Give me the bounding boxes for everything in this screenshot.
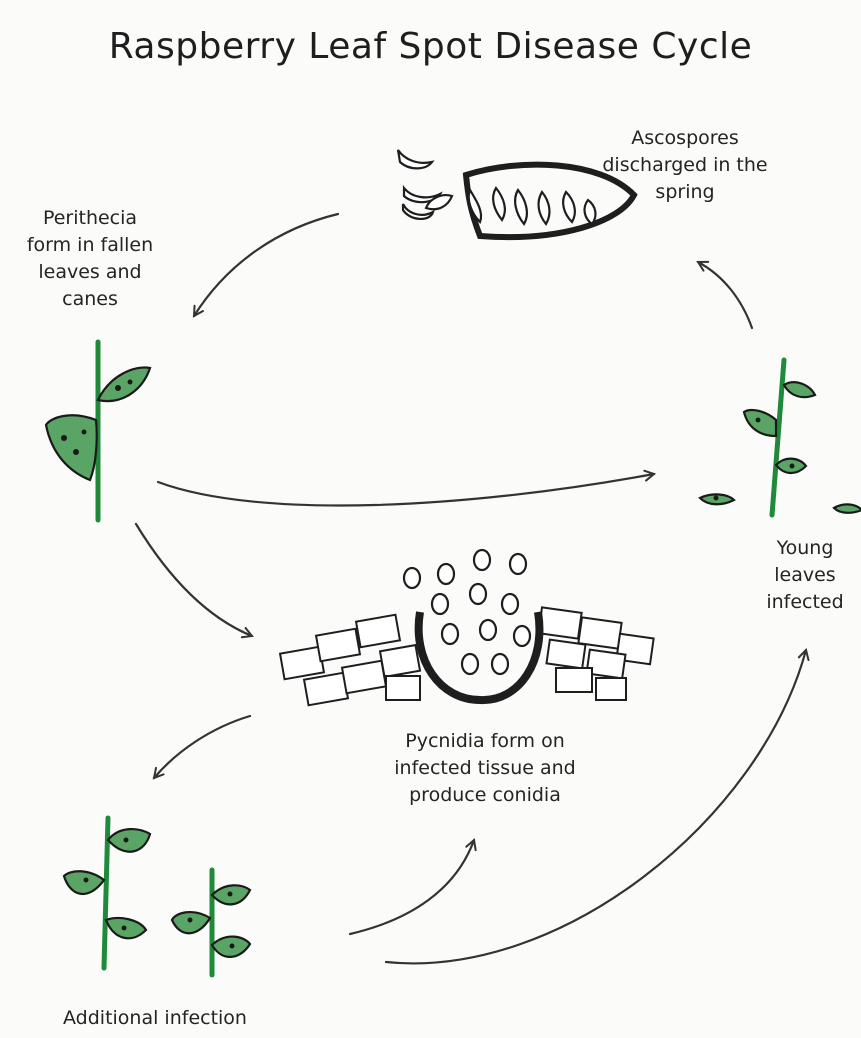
arrow-additional-to-pycnidia — [350, 840, 474, 934]
arrow-ascospores-to-perithecia — [194, 214, 338, 316]
additional-infection-plants — [64, 818, 250, 975]
arrow-pycnidia-to-additional — [154, 716, 250, 778]
additional-infection-label: Additional infection — [20, 1005, 290, 1032]
pycnidium-illustration — [280, 550, 654, 705]
arrow-perithecia-to-young-leaves — [158, 474, 654, 506]
infected-cane-left — [46, 342, 150, 520]
ascospore-group — [398, 150, 595, 224]
arrow-young-leaves-to-ascospores — [698, 262, 752, 328]
diagram-title: Raspberry Leaf Spot Disease Cycle — [0, 26, 861, 67]
pycnidia-label: Pycnidia form on infected tissue and pro… — [370, 728, 600, 809]
ascospores-label: Ascospores discharged in the spring — [585, 125, 785, 206]
young-leaves-label: Young leaves infected — [755, 535, 855, 616]
perithecia-label: Perithecia form in fallen leaves and can… — [10, 205, 170, 313]
infected-cane-right — [700, 360, 861, 515]
arrow-perithecia-to-pycnidia — [136, 524, 252, 636]
